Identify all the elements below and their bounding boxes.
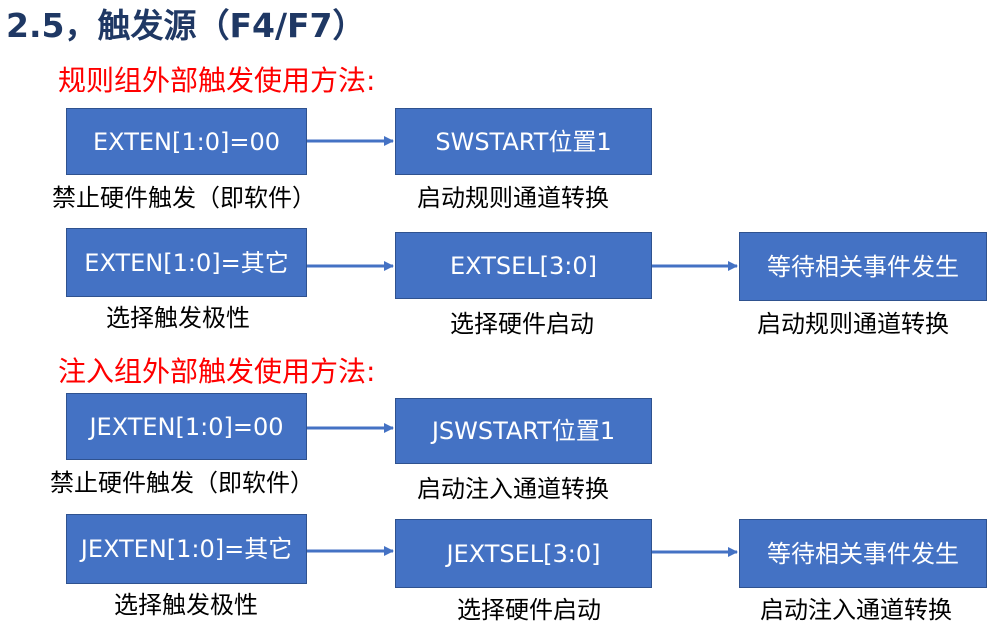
wait-event-box: 等待相关事件发生 bbox=[739, 232, 987, 301]
select-hw-start-caption: 选择硬件启动 bbox=[450, 310, 594, 338]
page-title: 2.5，触发源（F4/F7） bbox=[6, 6, 366, 45]
jswstart-box: JSWSTART位置1 bbox=[395, 398, 652, 464]
jextsel-box: JEXTSEL[3:0] bbox=[395, 519, 652, 588]
extsel-box: EXTSEL[3:0] bbox=[395, 232, 652, 299]
exten-other-box: EXTEN[1:0]=其它 bbox=[66, 228, 307, 297]
start-injected-conversion-caption: 启动注入通道转换 bbox=[417, 475, 609, 503]
jexten-00-box: JEXTEN[1:0]=00 bbox=[66, 393, 307, 460]
select-hw-start-caption-2: 选择硬件启动 bbox=[457, 596, 601, 624]
jexten-other-box: JEXTEN[1:0]=其它 bbox=[66, 514, 307, 584]
exten-00-box: EXTEN[1:0]=00 bbox=[66, 108, 307, 175]
wait-event-box-2: 等待相关事件发生 bbox=[739, 519, 987, 588]
regular-group-heading: 规则组外部触发使用方法: bbox=[58, 64, 376, 97]
disable-hw-trigger-caption: 禁止硬件触发（即软件） bbox=[52, 184, 316, 212]
start-regular-conversion-caption-2: 启动规则通道转换 bbox=[757, 310, 949, 338]
select-polarity-caption: 选择触发极性 bbox=[106, 304, 250, 332]
select-polarity-caption-2: 选择触发极性 bbox=[114, 591, 258, 619]
start-injected-conversion-caption-2: 启动注入通道转换 bbox=[760, 596, 952, 624]
start-regular-conversion-caption: 启动规则通道转换 bbox=[417, 184, 609, 212]
injected-group-heading: 注入组外部触发使用方法: bbox=[58, 355, 376, 388]
swstart-box: SWSTART位置1 bbox=[395, 108, 652, 175]
disable-hw-trigger-caption-2: 禁止硬件触发（即软件） bbox=[50, 469, 314, 497]
